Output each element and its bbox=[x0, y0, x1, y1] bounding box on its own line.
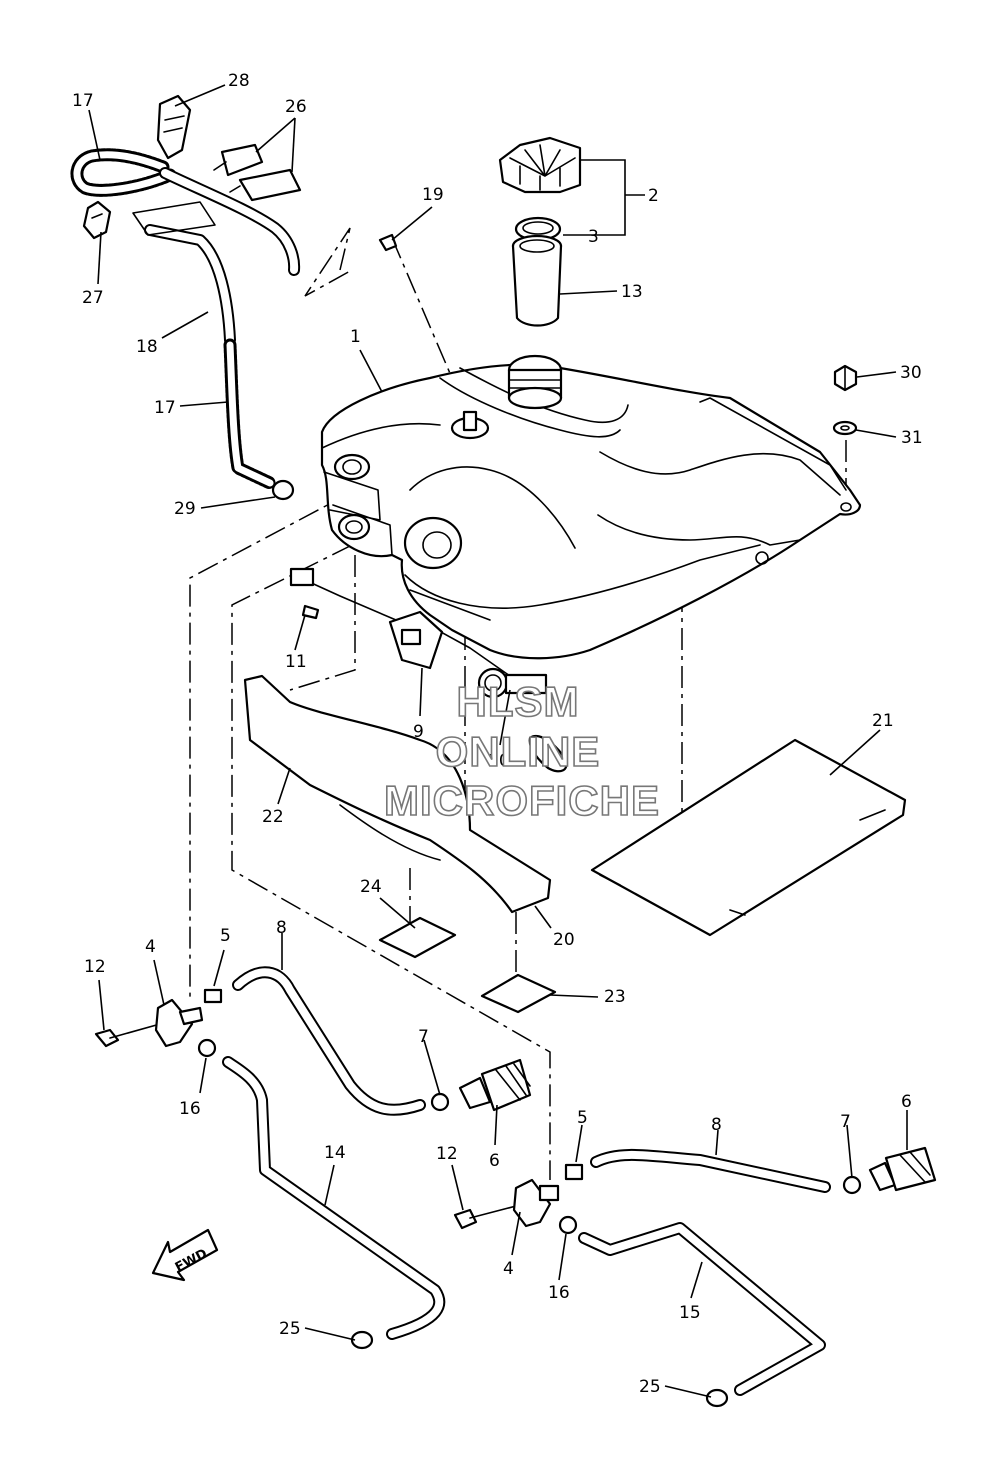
callout-9: 9 bbox=[413, 722, 424, 742]
fwd-arrow-icon: FWD bbox=[151, 1228, 219, 1282]
callout-28: 28 bbox=[228, 71, 250, 91]
callout-4: 4 bbox=[503, 1259, 514, 1279]
watermark-line-3: MICROFICHE bbox=[384, 777, 660, 824]
callout-8: 8 bbox=[711, 1115, 722, 1135]
fuel-filter-left bbox=[430, 1058, 532, 1112]
fuel-cap bbox=[498, 136, 582, 194]
clamp bbox=[82, 200, 112, 240]
fuel-cock-left bbox=[94, 966, 446, 1340]
callout-numbers: 17 28 26 2 3 19 27 13 18 1 30 17 31 29 1… bbox=[72, 71, 923, 1397]
callout-21: 21 bbox=[872, 711, 894, 731]
callout-26: 26 bbox=[285, 97, 307, 117]
watermark-line-1: HLSM bbox=[457, 678, 580, 725]
fuel-cock-right bbox=[453, 1148, 831, 1396]
watermark-line-2: ONLINE bbox=[436, 728, 601, 775]
breather-hoses bbox=[70, 148, 301, 490]
callout-27: 27 bbox=[82, 288, 104, 308]
callout-5: 5 bbox=[577, 1108, 588, 1128]
callout-6: 6 bbox=[901, 1092, 912, 1112]
damper-pads bbox=[378, 916, 557, 1014]
callout-5: 5 bbox=[220, 926, 231, 946]
fuel-filter-right bbox=[842, 1146, 937, 1195]
washer bbox=[832, 420, 858, 436]
callout-24: 24 bbox=[360, 877, 382, 897]
callout-22: 22 bbox=[262, 807, 284, 827]
callout-11: 11 bbox=[285, 652, 307, 672]
callout-30: 30 bbox=[900, 363, 922, 383]
callout-2: 2 bbox=[648, 186, 659, 206]
callout-25: 25 bbox=[279, 1319, 301, 1339]
hose-clamps-25 bbox=[350, 1330, 729, 1408]
fuel-sender-unit bbox=[289, 567, 568, 773]
callout-31: 31 bbox=[901, 428, 923, 448]
fuel-tank bbox=[320, 354, 862, 660]
callout-17: 17 bbox=[154, 398, 176, 418]
callout-25: 25 bbox=[639, 1377, 661, 1397]
callout-16: 16 bbox=[179, 1099, 201, 1119]
holder bbox=[156, 94, 192, 160]
callout-10: 10 bbox=[488, 751, 510, 771]
callout-12: 12 bbox=[84, 957, 106, 977]
callout-1: 1 bbox=[350, 327, 361, 347]
callout-14: 14 bbox=[324, 1143, 346, 1163]
leader-lines bbox=[88, 84, 908, 1398]
callout-17: 17 bbox=[72, 91, 94, 111]
callout-7: 7 bbox=[840, 1112, 851, 1132]
callout-8: 8 bbox=[276, 918, 287, 938]
callout-4: 4 bbox=[145, 937, 156, 957]
callout-12: 12 bbox=[436, 1144, 458, 1164]
cap-gasket bbox=[514, 216, 562, 242]
callout-19: 19 bbox=[422, 185, 444, 205]
watermark: HLSM ONLINE MICROFICHE bbox=[383, 677, 660, 825]
heat-protector bbox=[590, 738, 907, 937]
callout-13: 13 bbox=[621, 282, 643, 302]
clip bbox=[378, 233, 398, 252]
callout-6: 6 bbox=[489, 1151, 500, 1171]
callout-7: 7 bbox=[418, 1027, 429, 1047]
side-protector bbox=[243, 674, 552, 914]
callout-20: 20 bbox=[553, 930, 575, 950]
breather-valves bbox=[213, 143, 302, 202]
fuel-strainer bbox=[511, 234, 563, 327]
callout-15: 15 bbox=[679, 1303, 701, 1323]
callout-23: 23 bbox=[604, 987, 626, 1007]
callout-3: 3 bbox=[588, 227, 599, 247]
nut bbox=[833, 364, 858, 392]
hose-clamp bbox=[271, 479, 295, 501]
callout-29: 29 bbox=[174, 499, 196, 519]
callout-16: 16 bbox=[548, 1283, 570, 1303]
callout-18: 18 bbox=[136, 337, 158, 357]
